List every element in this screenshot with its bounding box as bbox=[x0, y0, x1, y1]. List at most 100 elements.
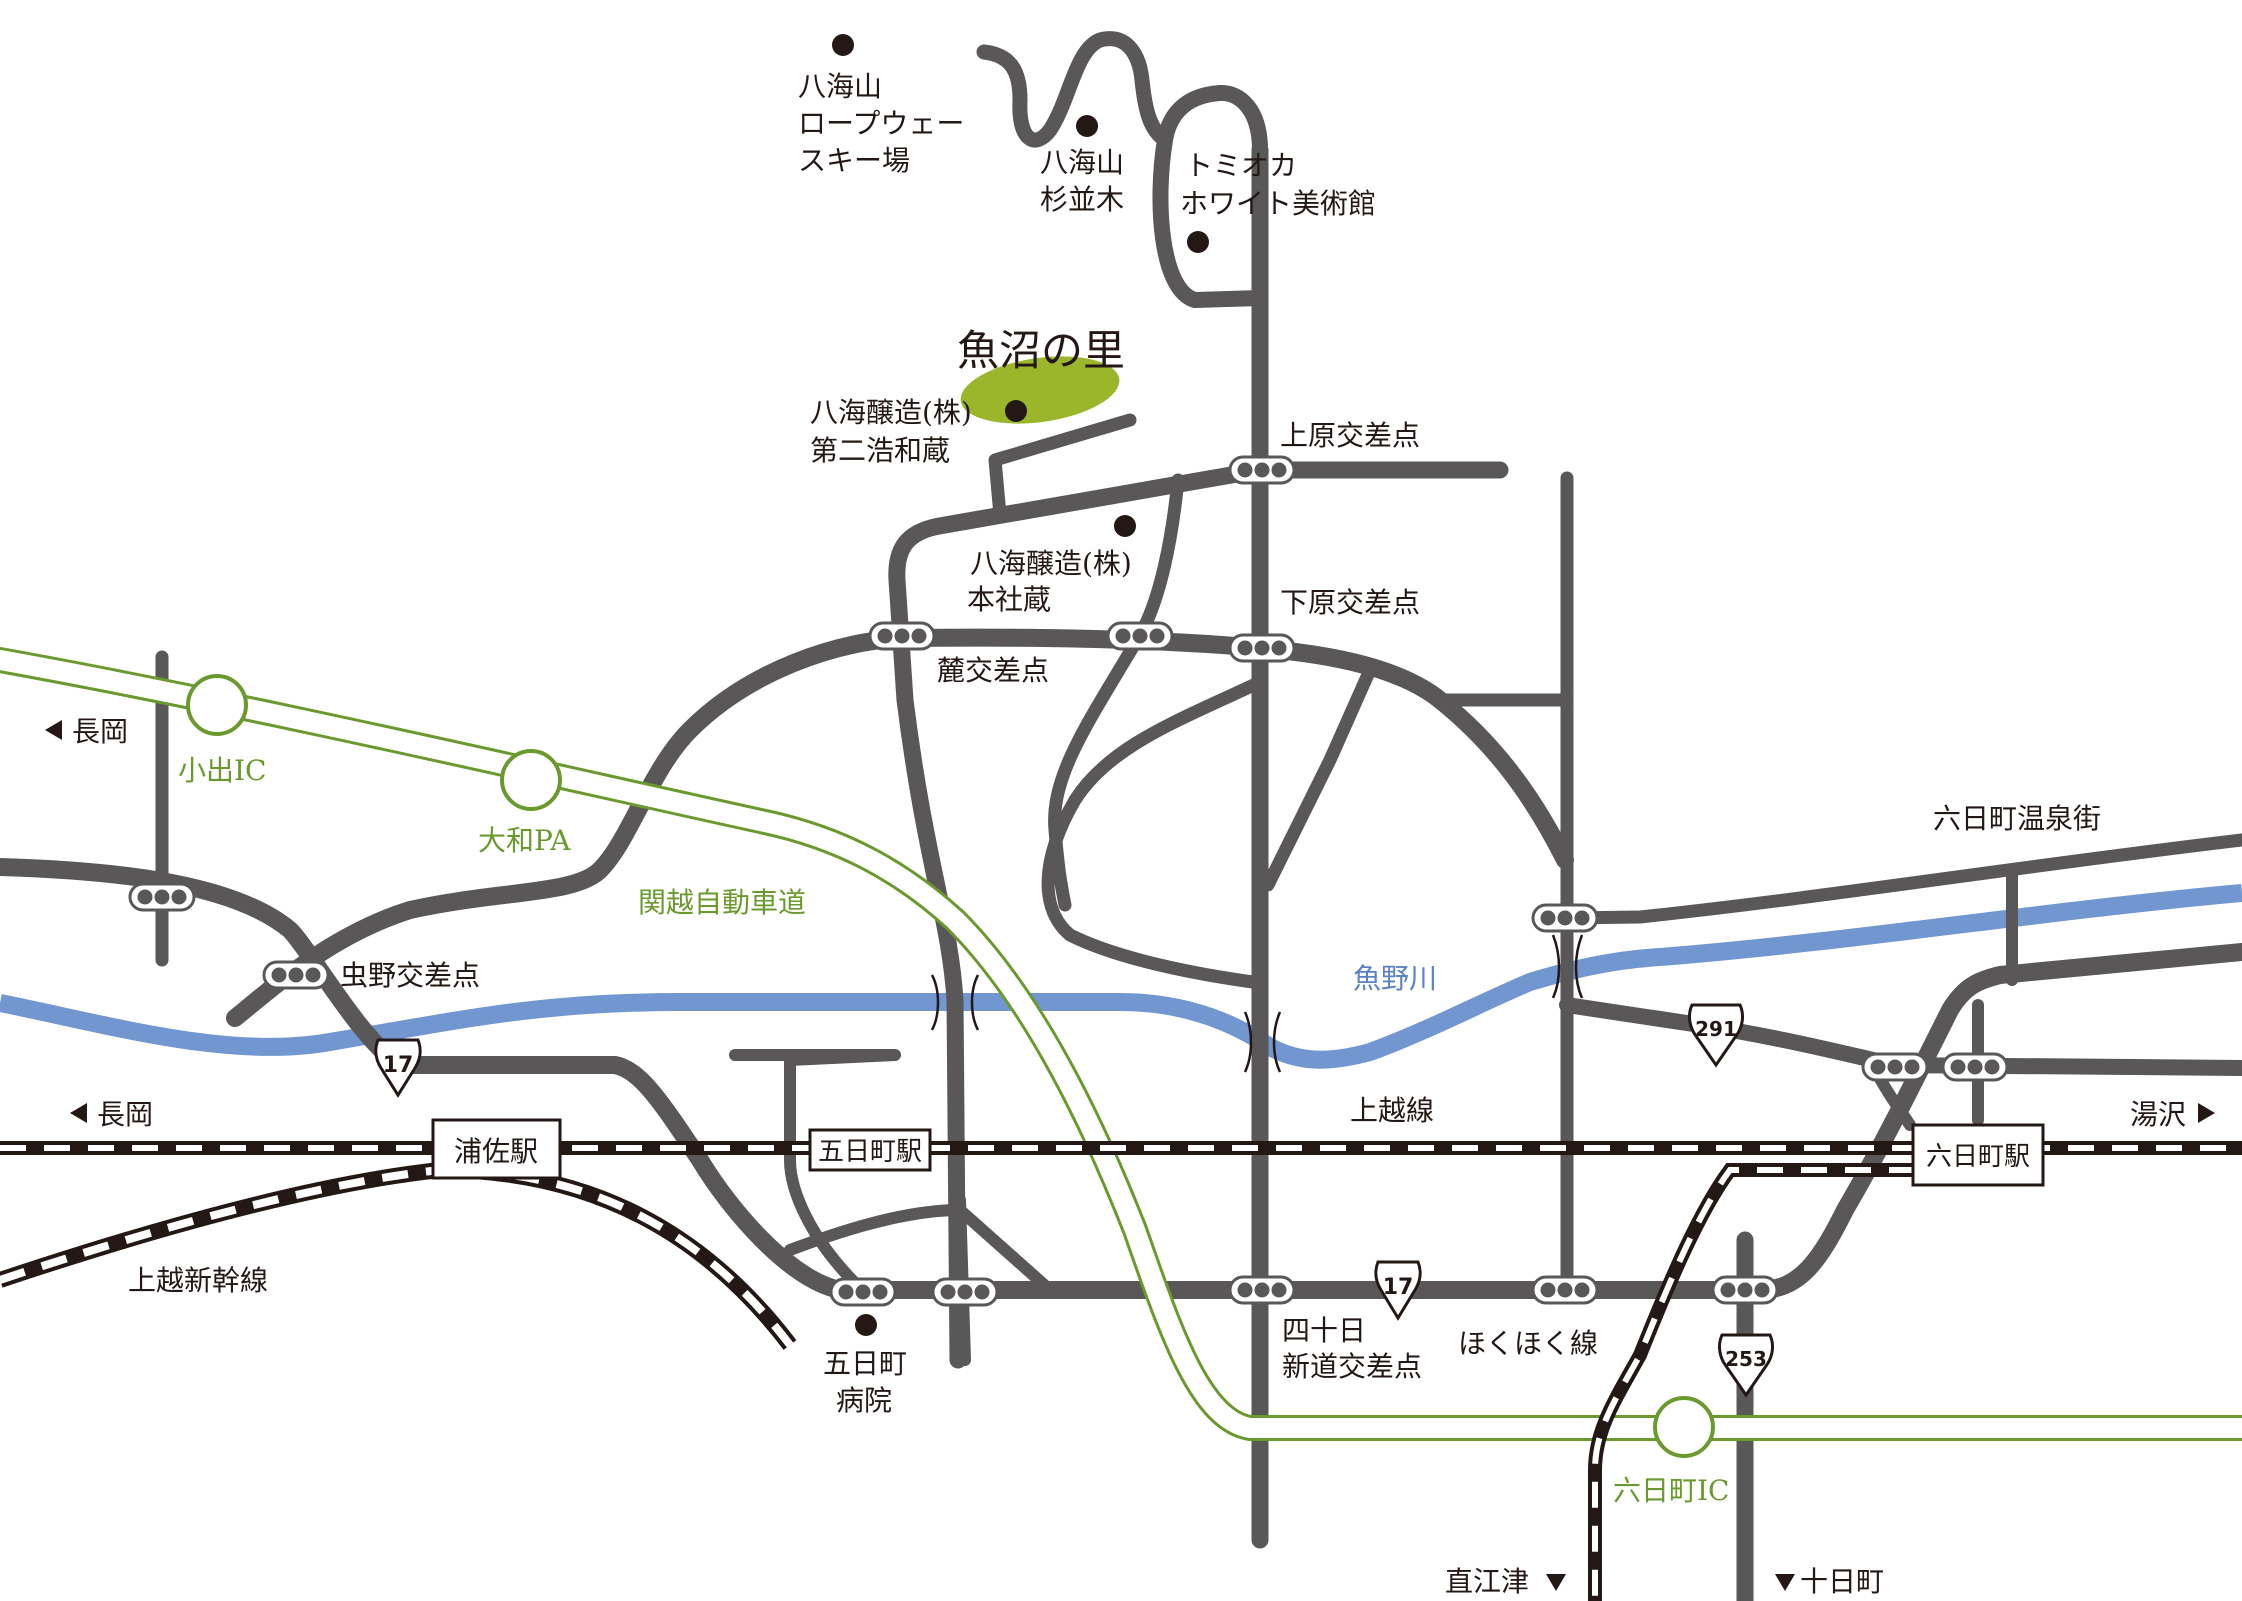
koide-ic-ring bbox=[186, 674, 248, 736]
direction-arrow-icon bbox=[2198, 1103, 2215, 1123]
road-itsukamachi-cross bbox=[784, 1204, 1056, 1296]
traffic-signal-lamp bbox=[1887, 1059, 1903, 1075]
onsen-town-label: 六日町温泉街 bbox=[1933, 802, 2101, 835]
fumoto-intersection-label: 麓交差点 bbox=[937, 654, 1049, 687]
museum-label-line2: ホワイト美術館 bbox=[1180, 187, 1376, 220]
road-brewery-spur bbox=[988, 413, 1137, 522]
traffic-signal-lamp bbox=[1720, 1282, 1736, 1298]
bridge-mark-6 bbox=[1574, 934, 1584, 999]
muikamachi-ic-label: 六日町IC bbox=[1613, 1474, 1730, 1507]
urasa-station-label: 浦佐駅 bbox=[454, 1135, 538, 1168]
direction-arrow-icon bbox=[45, 720, 62, 740]
traffic-signal-lamp bbox=[1904, 1059, 1920, 1075]
sugi-label-line1: 八海山 bbox=[1040, 146, 1124, 179]
traffic-signal-icon bbox=[262, 960, 330, 990]
traffic-signal-icon bbox=[128, 882, 196, 912]
hokuhoku-line-label: ほくほく線 bbox=[1458, 1327, 1598, 1360]
traffic-signal-lamp bbox=[1574, 1282, 1590, 1298]
yosoka-intersection-line1: 四十日 bbox=[1282, 1314, 1366, 1347]
landmark-dot-icon bbox=[1187, 231, 1209, 253]
shield-17b bbox=[1374, 1260, 1422, 1321]
direction-arrow-icon bbox=[70, 1103, 87, 1123]
traffic-signal-lamp bbox=[855, 1284, 871, 1300]
bridge-mark-1 bbox=[930, 974, 940, 1031]
uonuma-no-sato-highlight bbox=[960, 356, 1120, 424]
uonuma-no-sato-label: 魚沼の里 bbox=[957, 326, 1125, 375]
stations: 浦佐駅 五日町駅 六日町駅 bbox=[431, 1118, 2045, 1187]
bridge-mark-4 bbox=[1272, 1011, 1282, 1073]
traffic-signal-lamp bbox=[1984, 1059, 2000, 1075]
route-shield-icon: 17 bbox=[1374, 1260, 1422, 1321]
station-box-icon: 六日町駅 bbox=[1911, 1123, 2045, 1187]
traffic-signal-lamp bbox=[974, 1284, 990, 1300]
traffic-signal-lamp bbox=[1540, 910, 1556, 926]
road-itsukamachi-west bbox=[729, 1049, 901, 1296]
itsukamachi-station-box bbox=[808, 1128, 932, 1172]
bridge-mark-3 bbox=[1243, 1011, 1253, 1073]
bridge-mark-5 bbox=[1551, 934, 1561, 999]
traffic-signal-lamp bbox=[911, 628, 927, 644]
urasa-station-box bbox=[431, 1118, 562, 1180]
traffic-signal-lamp bbox=[957, 1284, 973, 1300]
traffic-signal-lamp bbox=[1254, 640, 1270, 656]
ropeway-label-line1: 八海山 bbox=[798, 70, 882, 103]
road-inner-loop bbox=[1041, 675, 1267, 990]
traffic-signal-lamp bbox=[154, 889, 170, 905]
traffic-signal-lamp bbox=[1271, 640, 1287, 656]
uehara-intersection-label: 上原交差点 bbox=[1280, 419, 1420, 452]
traffic-signal-lamp bbox=[137, 889, 153, 905]
landmark-dot-icon bbox=[1005, 400, 1027, 422]
traffic-signal-lamp bbox=[1237, 462, 1253, 478]
traffic-signal-lamp bbox=[1574, 910, 1590, 926]
station-box-icon: 五日町駅 bbox=[808, 1128, 932, 1172]
traffic-signal-icon bbox=[1861, 1052, 1929, 1082]
road-network bbox=[0, 31, 2242, 1601]
road-route17-west bbox=[0, 858, 849, 1299]
kanetsu-expressway bbox=[0, 647, 2242, 1458]
naoetsu-label: 直江津 bbox=[1445, 1565, 1529, 1598]
road-route17-east bbox=[831, 943, 2242, 1299]
tokamachi-label: 十日町 bbox=[1800, 1565, 1884, 1598]
shield-291-number: 291 bbox=[1695, 1017, 1737, 1041]
landmark-dot-icon bbox=[832, 34, 854, 56]
traffic-signal-lamp bbox=[1115, 628, 1131, 644]
traffic-signal-lamp bbox=[1754, 1282, 1770, 1298]
direction-arrows bbox=[45, 720, 2215, 1591]
yamato-pa-ring bbox=[500, 749, 562, 811]
landmark-dot-icon bbox=[1076, 115, 1098, 137]
yamato-pa-label: 大和PA bbox=[478, 824, 571, 857]
traffic-signal-icon bbox=[1228, 1275, 1296, 1305]
expressway-name-label: 関越自動車道 bbox=[638, 886, 806, 919]
itsukamachi-station-label: 五日町駅 bbox=[818, 1137, 922, 1167]
road-fumoto-arc bbox=[226, 628, 1574, 1027]
shield-17a-number: 17 bbox=[383, 1053, 414, 1078]
route-shield-icon: 253 bbox=[1717, 1333, 1775, 1398]
traffic-signal-lamp bbox=[1737, 1282, 1753, 1298]
traffic-signal-icon bbox=[1531, 903, 1599, 933]
nagaoka-upper-label: 長岡 bbox=[72, 715, 128, 748]
road-inner-diagonal bbox=[1261, 663, 1377, 892]
uono-river bbox=[0, 884, 2242, 1069]
labels: 魚沼の里 八海醸造(株) 第二浩和蔵 八海山 ロープウェー スキー場 八海山 杉… bbox=[72, 70, 2186, 1598]
hospital-label-line1: 五日町 bbox=[823, 1347, 907, 1380]
route-shield-icon: 291 bbox=[1687, 1003, 1745, 1068]
traffic-signal-lamp bbox=[838, 1284, 854, 1300]
traffic-signal-lamp bbox=[305, 967, 321, 983]
road-hakkai-winding bbox=[976, 31, 1173, 148]
honsha-label-line1: 八海醸造(株) bbox=[970, 547, 1132, 580]
traffic-signal-lamp bbox=[1557, 910, 1573, 926]
nagaoka-lower-label: 長岡 bbox=[97, 1098, 153, 1131]
yuzawa-label: 湯沢 bbox=[2130, 1098, 2186, 1131]
traffic-signal-lamp bbox=[940, 1284, 956, 1300]
brewery2-label-line1: 八海醸造(株) bbox=[810, 396, 972, 429]
shinkansen-base bbox=[0, 1161, 797, 1350]
traffic-signal-icon bbox=[1941, 1052, 2009, 1082]
traffic-signal-icon bbox=[1228, 633, 1296, 663]
traffic-signal-lamp bbox=[1132, 628, 1148, 644]
traffic-signal-lamp bbox=[171, 889, 187, 905]
traffic-signal-lamp bbox=[1540, 1282, 1556, 1298]
traffic-signals bbox=[128, 455, 2009, 1307]
direction-arrow-icon bbox=[1546, 1574, 1566, 1591]
traffic-signal-icon bbox=[829, 1277, 897, 1307]
